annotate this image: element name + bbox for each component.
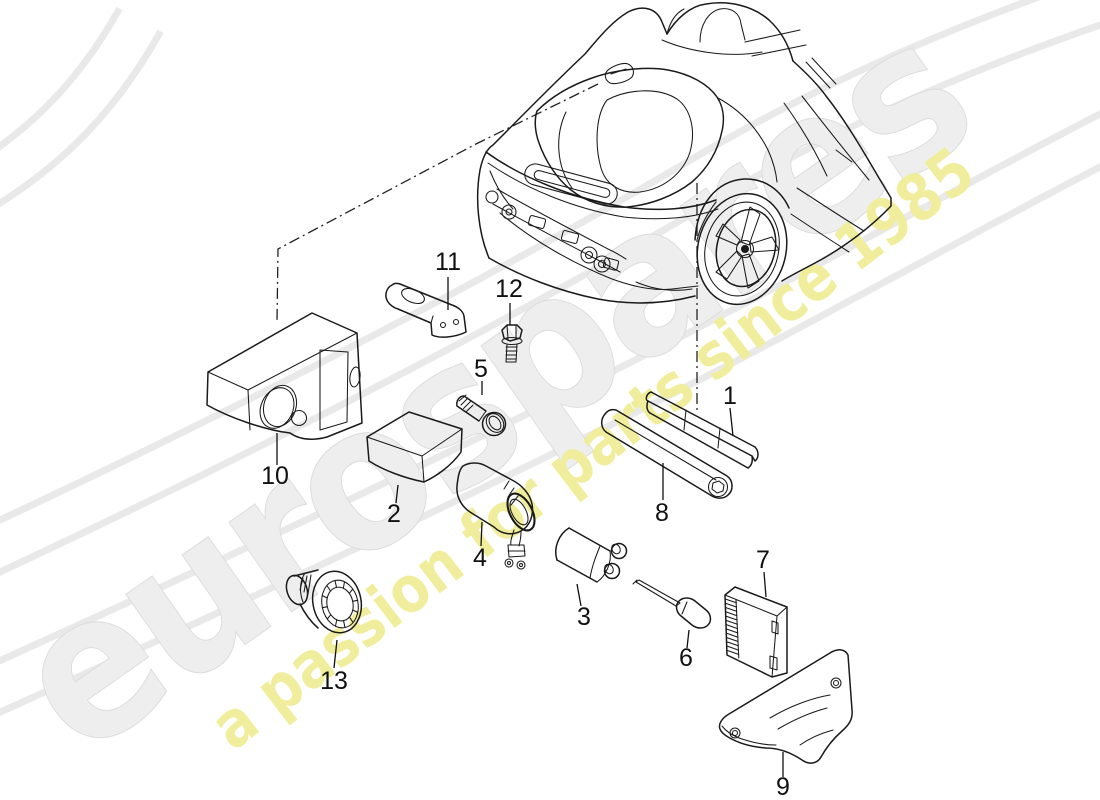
leader-part-4: [480, 521, 483, 547]
leader-part-7: [763, 571, 767, 598]
part-4-contact-boot-drawing: [456, 462, 536, 570]
part-5-eye-screw-drawing: [456, 394, 507, 437]
part-1-wedge-bar-drawing: [645, 391, 759, 469]
part-13-wheel-lock-socket-drawing: [285, 569, 363, 634]
part-label-1: 1: [723, 382, 737, 410]
part-number-labels: 1 2 3 4 5 6 7 8 9 10 11 12 13: [261, 248, 790, 800]
car-rear-illustration: [476, 2, 892, 306]
leader-part-1: [729, 407, 734, 437]
locator-line-part-10: [276, 83, 599, 323]
watermark-brand-outline: eurospares: [0, 0, 1009, 800]
part-3-lock-cylinder-drawing: [555, 527, 628, 583]
part-label-9: 9: [776, 773, 790, 800]
part-label-12: 12: [495, 275, 523, 303]
part-9-bracket-plate-drawing: [718, 649, 853, 764]
part-label-10: 10: [261, 462, 289, 490]
part-7-bulb-kit-box-drawing: [724, 586, 788, 678]
part-label-11: 11: [435, 248, 461, 276]
leader-part-3: [576, 583, 582, 607]
leader-part-6: [686, 629, 690, 649]
part-label-6: 6: [679, 644, 693, 672]
part-label-2: 2: [387, 500, 401, 528]
label-leader-lines: [276, 277, 784, 777]
part-11-retaining-strap-drawing: [385, 282, 467, 338]
part-label-3: 3: [577, 603, 591, 631]
part-label-13: 13: [320, 667, 348, 695]
part-label-7: 7: [756, 546, 770, 574]
part-10-lock-housing-drawing: [206, 312, 363, 441]
leader-part-2: [395, 484, 399, 504]
part-label-4: 4: [473, 544, 487, 572]
part-label-8: 8: [655, 499, 669, 527]
part-6-screwdriver-drawing: [632, 579, 712, 629]
part-label-5: 5: [474, 355, 488, 383]
part-2-rubber-wedge-drawing: [366, 411, 463, 483]
part-12-hex-bolt-drawing: [501, 324, 523, 363]
part-8-tool-bar-drawing: [601, 408, 733, 499]
leader-part-13: [333, 639, 338, 669]
